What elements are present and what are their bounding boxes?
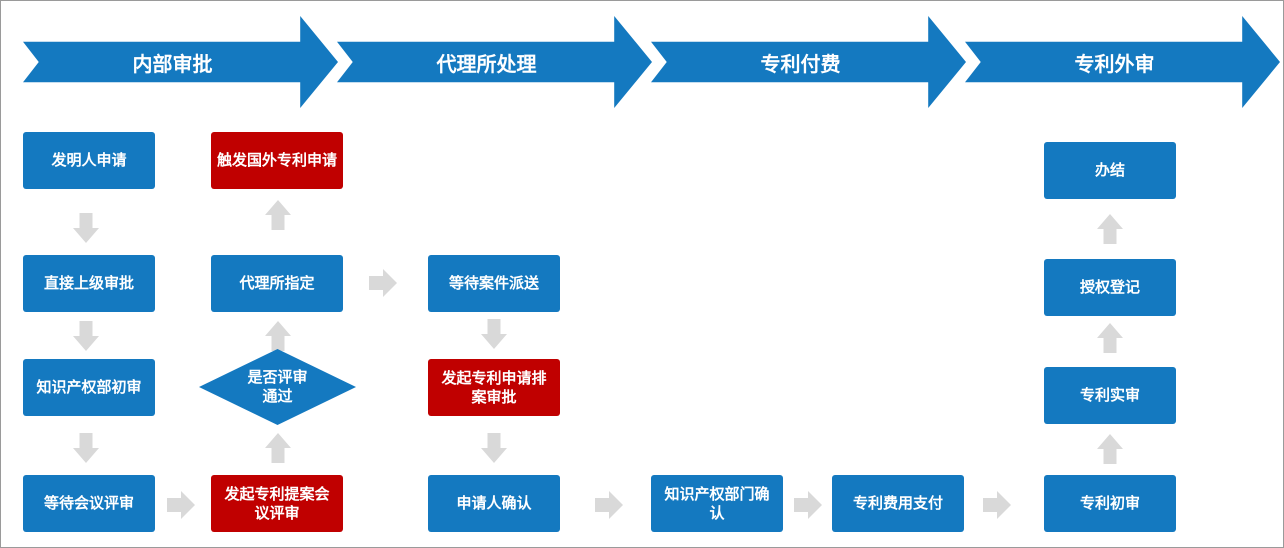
down-arrow bbox=[481, 319, 507, 349]
box-label: 专利初审 bbox=[1079, 494, 1140, 512]
wait-case-dispatch-box: 等待案件派送 bbox=[428, 255, 560, 312]
box-label: 直接上级审批 bbox=[43, 274, 134, 292]
grant-register-box: 授权登记 bbox=[1044, 259, 1176, 316]
phase-label: 专利外审 bbox=[1074, 51, 1155, 76]
up-arrow bbox=[265, 433, 291, 463]
wait-meeting-review-box: 等待会议评审 bbox=[23, 475, 155, 532]
up-arrow bbox=[265, 200, 291, 230]
phase-label: 代理所处理 bbox=[436, 51, 537, 76]
box-label: 申请人确认 bbox=[456, 494, 532, 512]
fee-payment-box: 专利费用支付 bbox=[832, 475, 964, 532]
down-arrow bbox=[481, 433, 507, 463]
box-label: 知识产权部门确认 bbox=[664, 484, 770, 522]
ip-dept-confirm-box: 知识产权部门确认 bbox=[651, 475, 783, 532]
close-box: 办结 bbox=[1044, 142, 1176, 199]
up-arrow bbox=[1097, 434, 1123, 464]
box-label: 办结 bbox=[1094, 161, 1125, 179]
inventor-apply-box: 发明人申请 bbox=[23, 132, 155, 189]
box-label: 等待案件派送 bbox=[448, 274, 539, 292]
prelim-exam-box: 专利初审 bbox=[1044, 475, 1176, 532]
phase-label: 内部审批 bbox=[132, 51, 213, 76]
box-label: 发明人申请 bbox=[51, 151, 127, 169]
box-label: 触发国外专利申请 bbox=[217, 151, 338, 169]
box-label: 发起专利提案会议评审 bbox=[224, 484, 330, 522]
up-arrow bbox=[1097, 323, 1123, 353]
ip-dept-first-review-box: 知识产权部初审 bbox=[23, 359, 155, 416]
down-arrow bbox=[73, 321, 99, 351]
right-arrow bbox=[983, 491, 1011, 519]
agency-assigned-box: 代理所指定 bbox=[211, 255, 343, 312]
decision-label: 是否评审通过 bbox=[247, 368, 308, 405]
down-arrow bbox=[73, 433, 99, 463]
box-label: 发起专利申请排案审批 bbox=[441, 368, 547, 406]
box-label: 知识产权部初审 bbox=[36, 378, 142, 396]
phase-internal-approval: 内部审批 bbox=[23, 16, 338, 108]
initiate-schedule-approval-box: 发起专利申请排案审批 bbox=[428, 359, 560, 416]
down-arrow bbox=[73, 213, 99, 243]
phase-label: 专利付费 bbox=[760, 51, 841, 76]
phase-agency-processing: 代理所处理 bbox=[337, 16, 652, 108]
review-passed-decision: 是否评审通过 bbox=[199, 349, 356, 425]
up-arrow bbox=[1097, 214, 1123, 244]
right-arrow bbox=[369, 269, 397, 297]
applicant-confirm-box: 申请人确认 bbox=[428, 475, 560, 532]
phase-external-examination: 专利外审 bbox=[965, 16, 1280, 108]
phase-patent-payment: 专利付费 bbox=[651, 16, 966, 108]
direct-supervisor-box: 直接上级审批 bbox=[23, 255, 155, 312]
box-label: 代理所指定 bbox=[239, 274, 315, 292]
right-arrow bbox=[595, 491, 623, 519]
up-arrow bbox=[265, 321, 291, 351]
box-label: 等待会议评审 bbox=[43, 494, 134, 512]
box-label: 授权登记 bbox=[1079, 278, 1140, 296]
initiate-proposal-meeting-box: 发起专利提案会议评审 bbox=[211, 475, 343, 532]
right-arrow bbox=[167, 491, 195, 519]
box-label: 专利实审 bbox=[1079, 386, 1140, 404]
right-arrow bbox=[794, 491, 822, 519]
box-label: 专利费用支付 bbox=[852, 494, 943, 512]
substantive-exam-box: 专利实审 bbox=[1044, 367, 1176, 424]
trigger-foreign-application-box: 触发国外专利申请 bbox=[211, 132, 343, 189]
